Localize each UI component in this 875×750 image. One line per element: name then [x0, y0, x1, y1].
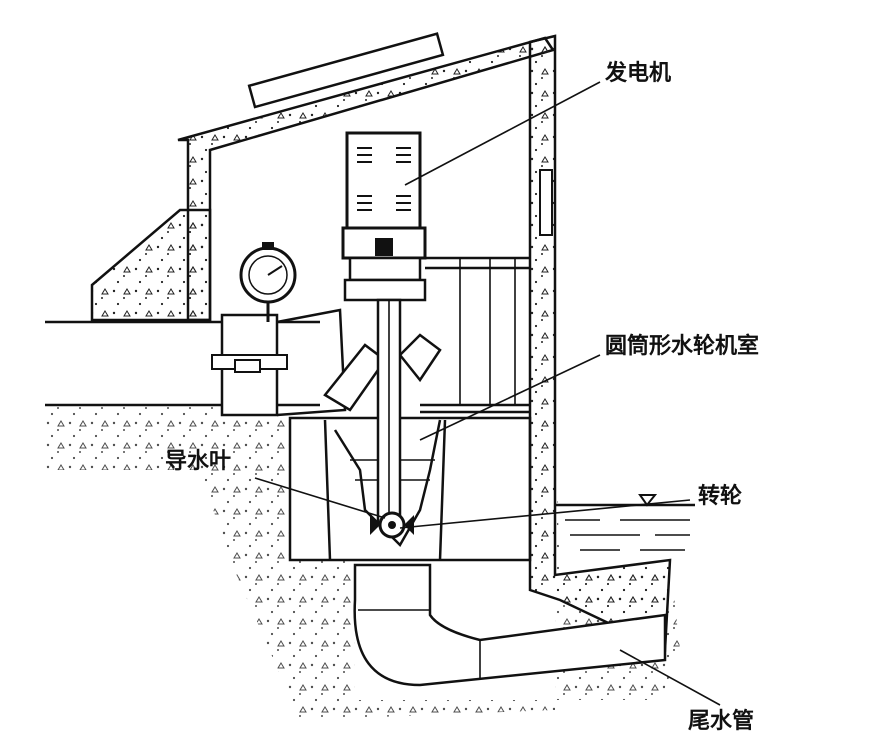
ground: [45, 405, 680, 720]
tailwater: [555, 494, 695, 551]
generator: [341, 131, 427, 302]
leader-lines: [254, 81, 721, 706]
label-draft-tube: 尾水管: [688, 708, 754, 734]
label-turbine-chamber: 圆筒形水轮机室: [605, 333, 759, 359]
penstock-pipe: [45, 308, 347, 417]
pressure-gauge-icon: [239, 242, 297, 322]
label-runner: 转轮: [698, 483, 742, 509]
turbine-shaft: [376, 298, 402, 527]
label-guide-vanes: 导水叶: [165, 449, 231, 474]
label-generator: 发电机: [604, 60, 671, 86]
runner: [370, 511, 414, 539]
powerhouse-building: [90, 32, 672, 652]
support-frame: [420, 256, 530, 414]
draft-tube: [353, 563, 667, 687]
turbine-chamber: [288, 333, 532, 562]
